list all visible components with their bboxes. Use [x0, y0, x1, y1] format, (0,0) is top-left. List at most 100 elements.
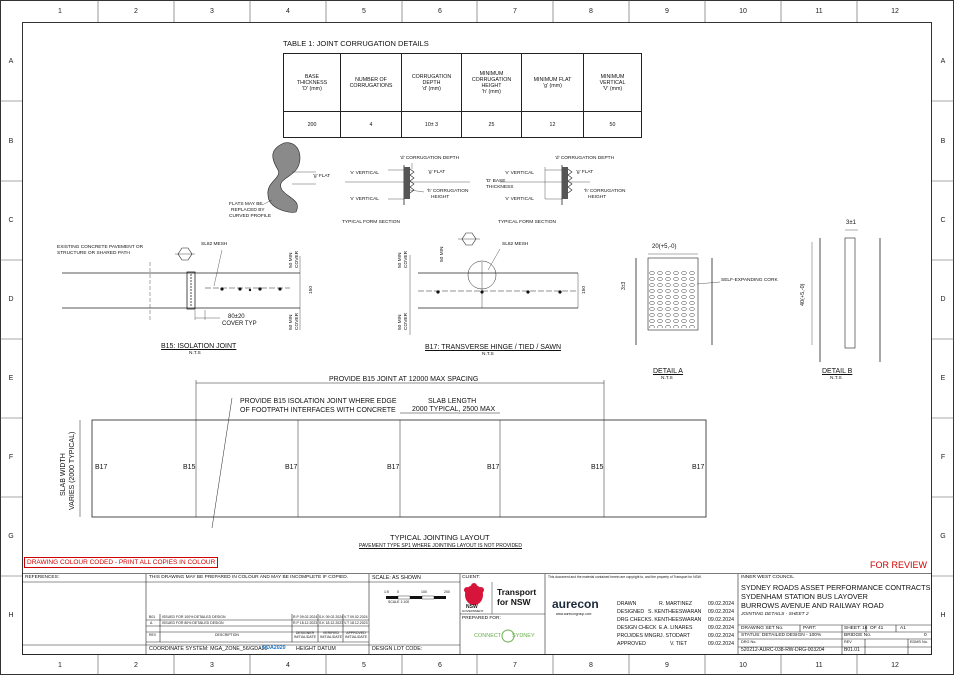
grid-row: G: [8, 533, 14, 540]
aurecon-website: www.aurecongroup.com: [556, 612, 592, 616]
slab-length-label: 2000 TYPICAL, 2500 MAX: [412, 406, 496, 413]
joint-label: B17: [487, 464, 500, 471]
grid-col: 9: [665, 8, 669, 15]
grid-col: 4: [286, 8, 290, 15]
scale-tick: 200: [444, 590, 450, 594]
prepared-for-label: PREPARED FOR:: [462, 616, 501, 621]
jointing-layout-drawing: [79, 380, 707, 529]
coordinate-system: COORDINATE SYSTEM: MGA_ZONE_56/GDA20: [149, 646, 268, 652]
detail-a-width: 20(+5,-0): [652, 244, 677, 250]
grid-col: 12: [891, 662, 899, 669]
table-cell: 10± 3: [401, 111, 462, 138]
flats-note: FLATS MAY BE: [229, 202, 263, 207]
grid-col: 2: [134, 8, 138, 15]
sheet-size: A1: [900, 626, 906, 631]
nsw-waratah-logo: [464, 582, 493, 614]
typical-form-section-left: [345, 163, 470, 205]
colour-coded-notice: DRAWING COLOUR CODED - PRINT ALL COPIES …: [24, 557, 219, 568]
scale-ratio: 1:5: [384, 590, 389, 594]
council-name: INNER WEST COUNCIL: [741, 575, 794, 580]
slab-length-label: SLAB LENGTH: [428, 398, 477, 405]
grid-col: 3: [210, 8, 214, 15]
v-vertical-label: 'v' VERTICAL: [505, 171, 534, 176]
grid-row: A: [940, 58, 946, 65]
grid-row: H: [8, 612, 14, 619]
grid-col: 11: [815, 662, 823, 669]
d-depth-label: 'd' CORRUGATION DEPTH: [400, 156, 460, 161]
grid-col: 10: [739, 8, 747, 15]
scale-tick: 100: [421, 590, 427, 594]
revision-code: B01.01: [844, 647, 860, 653]
g-flat-label: 'g' FLAT: [576, 170, 594, 175]
joint-label: B17: [387, 464, 400, 471]
grid-col: 12: [891, 8, 899, 15]
edge-note: PROVIDE B15 ISOLATION JOINT WHERE EDGE: [240, 398, 397, 405]
b15-isolation-joint-drawing: [62, 247, 301, 330]
scale-tick: 0: [397, 590, 399, 594]
detail-b-title: DETAIL B: [822, 368, 853, 375]
grid-row: F: [8, 454, 14, 461]
copyright-disclaimer: This document and the material contained…: [548, 575, 702, 579]
tfnsw-wordmark: for NSW: [497, 597, 531, 607]
cork-label: SELF-EXPANDING CORK: [721, 278, 778, 283]
grid-row: C: [8, 217, 14, 224]
b15-title: B15: ISOLATION JOINT: [161, 343, 237, 350]
v-vertical-label: 'v' VERTICAL: [505, 197, 534, 202]
grid-row: E: [940, 375, 946, 382]
grid-col: 4: [286, 662, 290, 669]
flats-note: CURVED PROFILE: [229, 214, 272, 219]
detail-b-width: 3±1: [846, 220, 856, 226]
joint-label: B17: [285, 464, 298, 471]
part-label: PART:: [803, 626, 817, 631]
nsw-wordmark: NSW: [466, 604, 478, 610]
h-height-label: HEIGHT: [588, 195, 607, 200]
grid-col: 2: [134, 662, 138, 669]
references-label: REFERENCES:: [25, 575, 60, 580]
sheet-title: JOINTING DETAILS - SHEET 2: [741, 612, 809, 617]
edge-note: OF FOOTPATH INTERFACES WITH CONCRETE: [240, 407, 396, 414]
b17-transverse-hinge-drawing: [409, 232, 579, 335]
mesh-label: SL82 MESH: [502, 242, 529, 247]
drawing-number: 520212-AURC-038-RW-DRG-003204: [741, 647, 825, 653]
table-cell: 4: [340, 111, 402, 138]
table-cell: 200: [283, 111, 341, 138]
layout-subtitle: PAVEMENT TYPE SP1 WHERE JOINTING LAYOUT …: [359, 543, 522, 549]
grid-row: F: [940, 454, 946, 461]
grid-col: 11: [815, 8, 823, 15]
grid-col: 1: [58, 8, 62, 15]
grid-col: 1: [58, 662, 62, 669]
grid-col: 3: [210, 662, 214, 669]
grid-col: 6: [438, 662, 442, 669]
gda-logo: GDA2020: [262, 645, 286, 651]
h-height-label: 'h' CORRUGATION: [427, 189, 469, 194]
grid-col: 7: [513, 8, 517, 15]
grid-col: 10: [739, 662, 747, 669]
table-cell: 50: [583, 111, 642, 138]
grid-row: C: [940, 217, 946, 224]
design-lot-code: DESIGN LOT CODE:: [372, 646, 423, 652]
g-flat-label: 'g' FLAT: [428, 170, 446, 175]
grid-col: 5: [362, 8, 366, 15]
grid-row: H: [940, 612, 946, 619]
h-height-label: 'h' CORRUGATION: [584, 189, 626, 194]
connect-sydney-logo: [501, 629, 515, 643]
joint-label: B15: [183, 464, 196, 471]
grid-col: 6: [438, 8, 442, 15]
aurecon-logo: aurecon: [552, 597, 599, 611]
b17-title: B17: TRANSVERSE HINGE / TIED / SAWN: [425, 344, 562, 351]
h-height-label: HEIGHT: [431, 195, 450, 200]
base-thickness-label: THICKNESS: [486, 185, 514, 190]
may-be-prepared-note: THIS DRAWING MAY BE PREPARED IN COLOUR A…: [149, 575, 349, 580]
nts-label: N.T.S: [830, 376, 842, 381]
scale-bar: [386, 595, 446, 600]
typical-form-label: TYPICAL FORM SECTION: [342, 220, 400, 225]
nts-label: N.T.S: [482, 352, 494, 357]
grid-row: B: [940, 138, 946, 145]
detail-a-title: DETAIL A: [653, 368, 683, 375]
